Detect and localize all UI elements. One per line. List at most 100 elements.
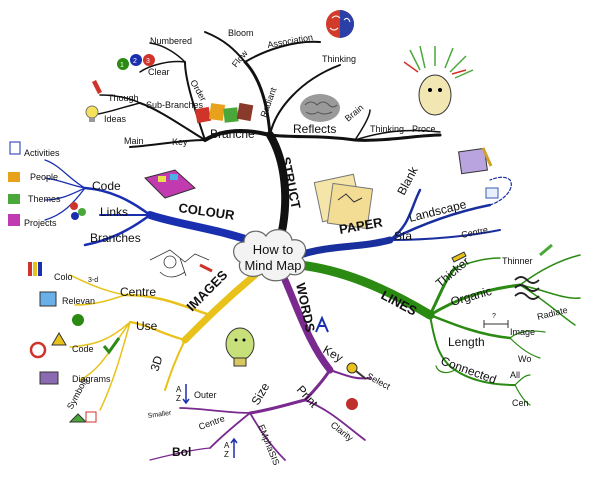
struct-bloom[interactable]: Bloom bbox=[228, 28, 254, 38]
sort-az-icon: A Z bbox=[176, 384, 190, 405]
paper-sta[interactable]: Sta bbox=[394, 229, 412, 243]
images-crayons-icon bbox=[28, 262, 42, 276]
struct-ideas[interactable]: Ideas bbox=[104, 114, 127, 124]
struct-key[interactable]: Key bbox=[172, 137, 188, 147]
center-title-line1: How to bbox=[253, 242, 293, 257]
thinker-character-icon bbox=[403, 45, 474, 116]
svg-text:A: A bbox=[176, 385, 182, 394]
images-3d[interactable]: 3D bbox=[148, 354, 166, 373]
struct-numbered[interactable]: Numbered bbox=[150, 36, 192, 46]
pencil-icon bbox=[92, 80, 102, 94]
images-diagrams[interactable]: Diagrams bbox=[72, 374, 111, 384]
words-bol[interactable]: Bol bbox=[172, 445, 191, 459]
images-use[interactable]: Use bbox=[136, 319, 158, 333]
images-colo[interactable]: Colo bbox=[54, 272, 73, 282]
lines-branch bbox=[295, 254, 581, 406]
paper-blank[interactable]: Blank bbox=[394, 163, 421, 197]
colour-people[interactable]: People bbox=[30, 172, 58, 182]
struct-main[interactable]: Main bbox=[124, 136, 144, 146]
projects-icon bbox=[8, 214, 20, 226]
colour-branches[interactable]: Branches bbox=[90, 231, 141, 245]
lines-wo[interactable]: Wo bbox=[518, 354, 531, 364]
struct-proce[interactable]: Proce bbox=[412, 124, 436, 134]
key-icon bbox=[346, 362, 367, 380]
words-emphasis[interactable]: EMphaSIS bbox=[256, 423, 281, 467]
svg-text:1: 1 bbox=[120, 62, 124, 69]
brain-grey-icon bbox=[300, 94, 340, 122]
struct-brain[interactable]: Brain bbox=[343, 102, 366, 123]
links-balls-icon bbox=[70, 202, 86, 220]
words-size[interactable]: Size bbox=[248, 380, 272, 407]
lines-all[interactable]: All bbox=[510, 370, 520, 380]
colour-activities[interactable]: Activities bbox=[24, 148, 60, 158]
branche-graphic-icon bbox=[194, 102, 254, 124]
svg-text:Z: Z bbox=[224, 450, 229, 459]
sort-az-icon-2: A Z bbox=[224, 437, 238, 459]
images-symbols[interactable]: Symbols bbox=[65, 375, 90, 411]
numbered-balls-icon: 1 2 3 bbox=[117, 54, 155, 70]
struct-association[interactable]: Association bbox=[267, 32, 314, 50]
paper-centre[interactable]: Centre bbox=[460, 225, 489, 240]
palette-tray-icon bbox=[144, 169, 196, 199]
no-sign-icon bbox=[29, 341, 47, 359]
relevance-picture-icon bbox=[39, 291, 57, 307]
center-node[interactable]: How to Mind Map bbox=[233, 229, 307, 282]
lines-image[interactable]: Image bbox=[510, 327, 535, 337]
lines-thinner[interactable]: Thinner bbox=[502, 256, 533, 266]
svg-text:?: ? bbox=[492, 313, 496, 320]
colour-title[interactable]: COLOUR bbox=[178, 200, 236, 223]
struct-though[interactable]: Though bbox=[108, 93, 139, 103]
pen-icon bbox=[199, 263, 213, 273]
brain-icon bbox=[326, 10, 354, 38]
struct-reflects[interactable]: Reflects bbox=[293, 122, 336, 136]
struct-branch bbox=[89, 31, 442, 244]
svg-text:A: A bbox=[224, 441, 230, 450]
themes-icon bbox=[8, 194, 20, 204]
svg-text:3: 3 bbox=[146, 58, 150, 65]
organic-lines-icon bbox=[514, 276, 540, 300]
checkmark-icon bbox=[102, 337, 121, 355]
colour-links[interactable]: Links bbox=[100, 205, 128, 219]
words-branch bbox=[149, 276, 371, 461]
words-centre[interactable]: Centre bbox=[197, 413, 226, 432]
struct-branche[interactable]: Branche bbox=[210, 127, 255, 141]
red-ball-icon bbox=[346, 398, 358, 410]
symbols-icon bbox=[68, 413, 88, 423]
words-clarity[interactable]: Clarity bbox=[329, 420, 356, 444]
colour-themes[interactable]: Themes bbox=[28, 194, 61, 204]
lines-title[interactable]: LINES bbox=[379, 287, 420, 318]
warning-icon bbox=[51, 332, 67, 346]
lines-length[interactable]: Length bbox=[448, 335, 485, 349]
words-outer[interactable]: Outer bbox=[194, 390, 217, 400]
lines-organic[interactable]: Organic bbox=[449, 284, 493, 309]
struct-sub-branches[interactable]: Sub-Branches bbox=[146, 100, 204, 110]
lines-cen[interactable]: Cen bbox=[512, 398, 529, 408]
lines-connected[interactable]: Connected bbox=[439, 354, 498, 387]
words-smaller[interactable]: Smaller bbox=[147, 410, 172, 420]
center-title-line2: Mind Map bbox=[244, 258, 301, 273]
images-3d-small[interactable]: 3-d bbox=[88, 277, 98, 284]
lines-radiate[interactable]: Radiate bbox=[536, 305, 569, 322]
paper-sheets-icon bbox=[313, 173, 374, 230]
colour-code[interactable]: Code bbox=[92, 179, 121, 193]
diagrams-icon bbox=[39, 371, 59, 385]
measure-icon: ? bbox=[483, 313, 509, 328]
symbols-x-icon bbox=[85, 411, 97, 423]
images-relevan[interactable]: Relevan bbox=[62, 296, 95, 306]
green-ball-icon bbox=[72, 314, 84, 326]
struct-thinking[interactable]: Thinking bbox=[370, 124, 404, 134]
colour-projects[interactable]: Projects bbox=[24, 218, 57, 228]
struct-clear[interactable]: Clear bbox=[148, 67, 170, 77]
activities-icon bbox=[9, 141, 21, 155]
landscape-box-icon bbox=[485, 187, 499, 199]
thinner-pen-icon bbox=[539, 243, 553, 257]
words-select[interactable]: Select bbox=[365, 371, 392, 392]
svg-text:Z: Z bbox=[176, 394, 181, 403]
images-centre[interactable]: Centre bbox=[120, 285, 156, 299]
struct-thinking-top[interactable]: Thinking bbox=[322, 54, 356, 64]
colour-branch bbox=[44, 159, 266, 249]
images-branch bbox=[69, 271, 259, 411]
images-code[interactable]: Code bbox=[72, 344, 94, 354]
svg-text:2: 2 bbox=[133, 58, 137, 65]
